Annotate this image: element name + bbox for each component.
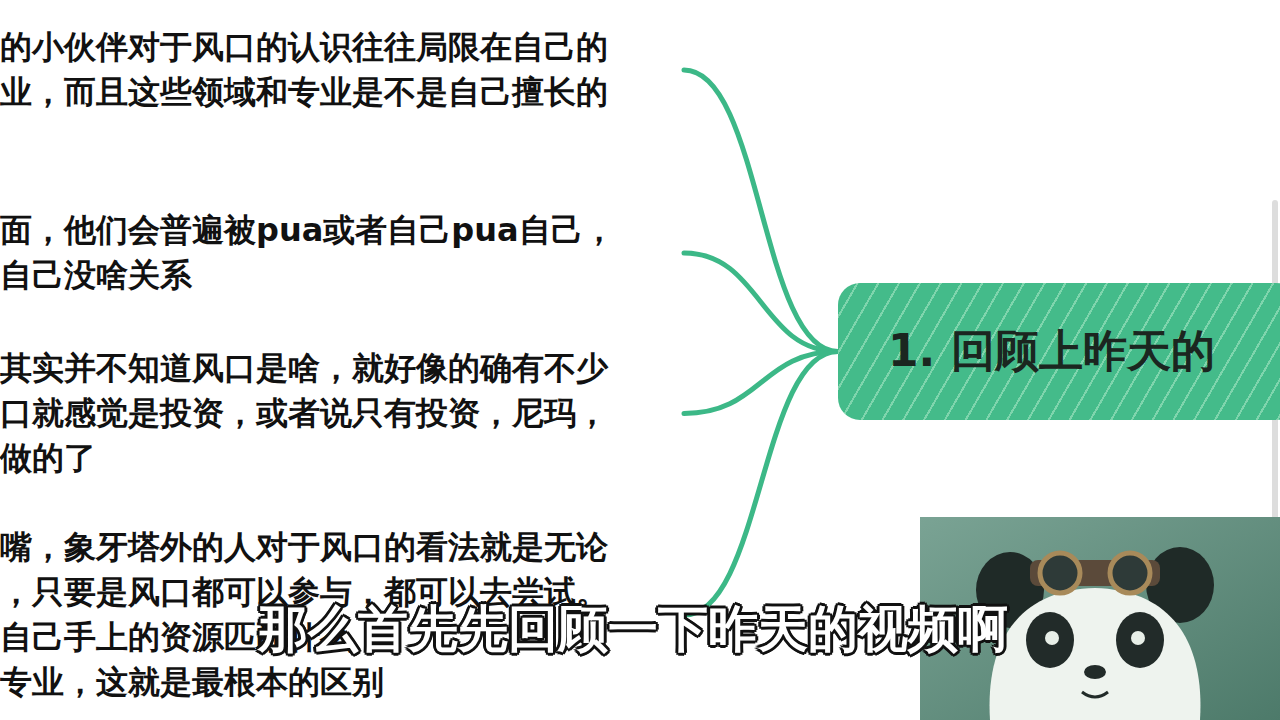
- subtitle-caption: 那么首先先回顾一下昨天的视频啊: [258, 596, 1008, 663]
- topic-text: 的小伙伴对于风口的认识往往局限在自己的 业，而且这些领域和专业是不是自己擅长的: [0, 25, 672, 115]
- central-topic: 1. 回顾上昨天的: [838, 283, 1280, 420]
- node-text: 1. 回顾上昨天的: [888, 322, 1215, 381]
- topic-text: 其实并不知道风口是啥，就好像的确有不少 口就感觉是投资，或者说只有投资，尼玛， …: [0, 346, 672, 481]
- node-text: 面，他们会普遍被pua或者自己pua自己， 自己没啥关系: [0, 208, 672, 298]
- branch-connector: [684, 70, 838, 352]
- node-text: 的小伙伴对于风口的认识往往局限在自己的 业，而且这些领域和专业是不是自己擅长的: [0, 25, 672, 115]
- branch-connector: [684, 352, 838, 616]
- branch-connector: [684, 253, 838, 352]
- node-text: 其实并不知道风口是啥，就好像的确有不少 口就感觉是投资，或者说只有投资，尼玛， …: [0, 346, 672, 481]
- topic-text: 面，他们会普遍被pua或者自己pua自己， 自己没啥关系: [0, 208, 672, 298]
